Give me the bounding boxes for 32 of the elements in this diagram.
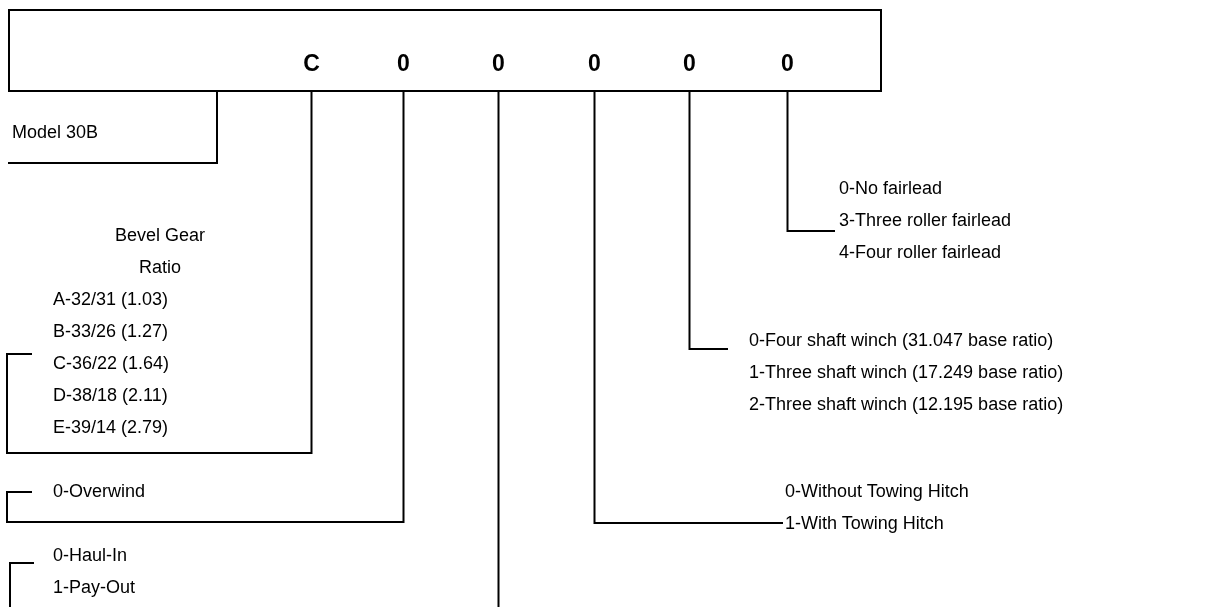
- option-text: 0-No fairlead: [839, 177, 944, 200]
- option-text: 4-Four roller fairlead: [839, 241, 1003, 264]
- code-character: 0: [483, 41, 514, 85]
- option-text: Model 30B: [12, 116, 99, 148]
- leader-line: [9, 90, 500, 607]
- code-character: 0: [579, 41, 610, 85]
- leader-line: [6, 90, 313, 454]
- group-heading: Bevel Gear Ratio: [113, 224, 206, 279]
- option-text: 1-Pay-Out: [53, 576, 136, 599]
- code-character: C: [296, 41, 327, 85]
- option-text: 0-Four shaft winch (31.047 base ratio): [749, 329, 1055, 352]
- code-character: 0: [674, 41, 705, 85]
- option-text: A-32/31 (1.03): [53, 288, 170, 311]
- option-text: 0-Overwind: [53, 475, 146, 507]
- code-character: 0: [388, 41, 419, 85]
- option-text: E-39/14 (2.79): [53, 416, 170, 439]
- leader-line: [786, 90, 836, 232]
- code-character: 0: [772, 41, 803, 85]
- option-text: 1-Three shaft winch (17.249 base ratio): [749, 361, 1064, 384]
- option-text: 3-Three roller fairlead: [839, 209, 1012, 232]
- leader-line: [7, 90, 218, 164]
- option-text: 0-Haul-In: [53, 544, 129, 567]
- leader-line: [688, 90, 729, 350]
- option-text: C-36/22 (1.64): [53, 352, 171, 375]
- leader-line: [6, 90, 405, 523]
- option-text: B-33/26 (1.27): [53, 320, 170, 343]
- option-text: 2-Three shaft winch (12.195 base ratio): [749, 393, 1064, 416]
- leader-line: [593, 90, 784, 524]
- option-text: 1-With Towing Hitch: [785, 512, 945, 535]
- option-text: D-38/18 (2.11): [53, 384, 169, 407]
- code-box: [8, 9, 882, 92]
- option-text: 0-Without Towing Hitch: [785, 480, 969, 503]
